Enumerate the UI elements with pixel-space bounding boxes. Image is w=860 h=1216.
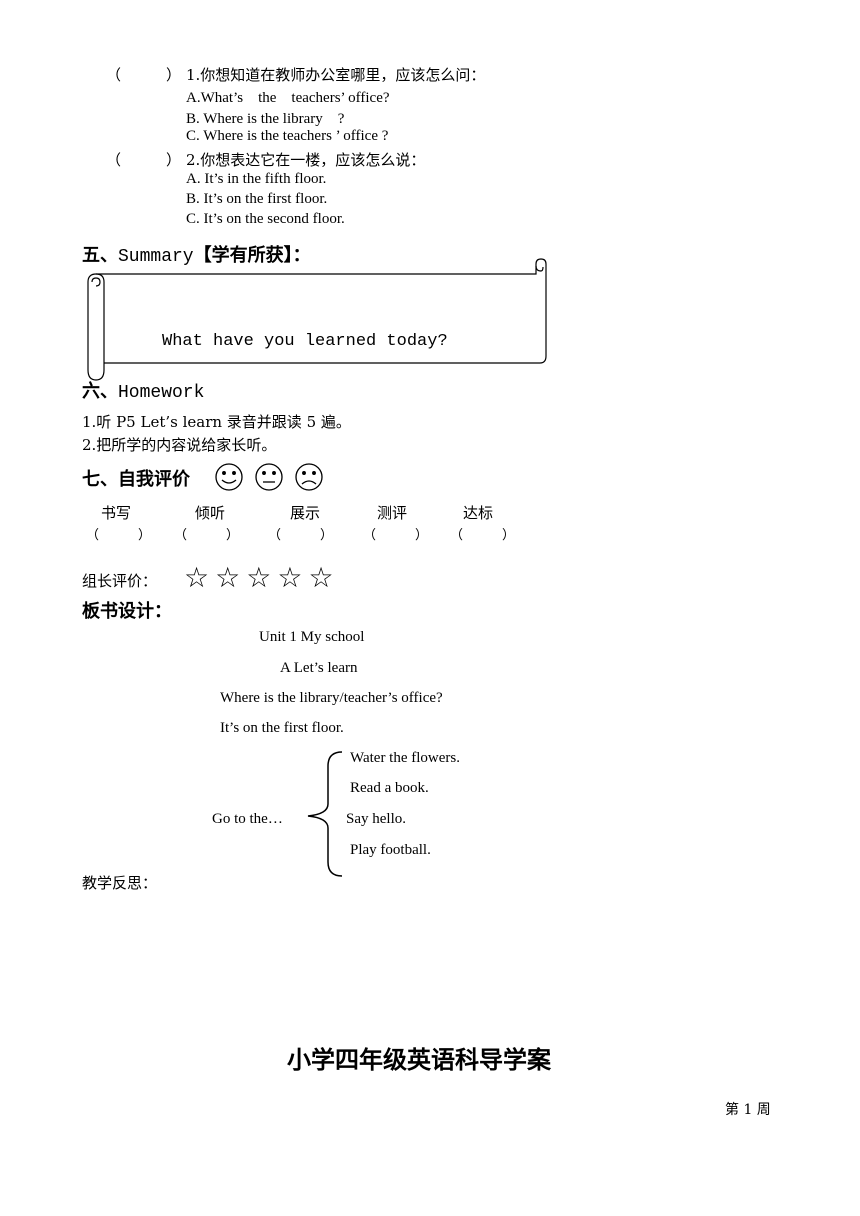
document-title: 小学四年级英语科导学案 — [287, 1045, 551, 1074]
summary-heading: 五、Summary【学有所获】： — [82, 241, 311, 267]
sad-face-icon — [295, 463, 323, 491]
eval-paren: （ ） — [174, 528, 240, 543]
eval-paren: （ ） — [363, 528, 429, 543]
answer-paren: （ ） — [106, 151, 182, 169]
curly-brace — [307, 751, 343, 877]
action-item: Read a book. — [350, 780, 429, 796]
option: C. It’s on the second floor. — [186, 211, 345, 227]
star-rating: ☆☆☆☆☆ — [184, 561, 340, 594]
self-eval-heading: 七、自我评价 — [82, 469, 190, 490]
option: A. It’s in the fifth floor. — [186, 171, 327, 187]
eval-category: 达标 — [463, 504, 494, 522]
homework-heading: 六、Homework — [82, 377, 204, 403]
option: A.What’s the teachers’ office? — [186, 90, 390, 106]
eval-category: 倾听 — [195, 504, 226, 522]
reflection-label: 教学反思： — [82, 874, 158, 892]
eval-paren: （ ） — [86, 528, 152, 543]
neutral-face-icon — [255, 463, 283, 491]
question-stem: 1.你想知道在教师办公室哪里，应该怎么问： — [186, 66, 486, 84]
board-line: Where is the library/teacher’s office? — [220, 690, 443, 706]
action-item: Water the flowers. — [350, 750, 460, 766]
leader-eval-label: 组长评价： — [82, 572, 158, 590]
answer-paren: （ ） — [106, 66, 182, 84]
summary-title-en: Summary — [118, 247, 194, 267]
eval-category: 书写 — [101, 504, 132, 522]
section-number: 六、 — [82, 381, 118, 402]
homework-title: Homework — [118, 383, 205, 403]
scroll-text: What have you learned today? — [162, 332, 448, 351]
star-icon: ☆ — [277, 561, 309, 594]
board-line: It’s on the first floor. — [220, 720, 344, 736]
section-number: 五、 — [82, 245, 118, 266]
goto-text: Go to the… — [212, 811, 283, 827]
emoji-faces — [215, 463, 323, 491]
eval-paren: （ ） — [268, 528, 334, 543]
board-heading: 板书设计： — [82, 601, 172, 622]
homework-item: 2.把所学的内容说给家长听。 — [82, 436, 277, 454]
smile-face-icon — [215, 463, 243, 491]
eval-category: 测评 — [377, 504, 408, 522]
board-line: Unit 1 My school — [259, 629, 365, 645]
option: C. Where is the teachers ’ office ? — [186, 128, 389, 144]
eval-paren: （ ） — [450, 528, 516, 543]
action-item: Play football. — [350, 842, 431, 858]
star-icon: ☆ — [308, 561, 340, 594]
week-label: 第 1 周 — [725, 1102, 771, 1118]
summary-title-cn: 【学有所获】： — [193, 245, 311, 266]
eval-category: 展示 — [290, 504, 321, 522]
option: B. It’s on the first floor. — [186, 191, 328, 207]
star-icon: ☆ — [184, 561, 216, 594]
homework-item: 1.听 P5 Let’s learn 录音并跟读 5 遍。 — [82, 413, 351, 431]
board-line: A Let’s learn — [280, 660, 358, 676]
star-icon: ☆ — [215, 561, 247, 594]
option: B. Where is the library ? — [186, 111, 345, 127]
question-stem: 2.你想表达它在一楼，应该怎么说： — [186, 151, 426, 169]
scroll-banner — [87, 258, 547, 381]
star-icon: ☆ — [246, 561, 278, 594]
action-item: Say hello. — [346, 811, 406, 827]
